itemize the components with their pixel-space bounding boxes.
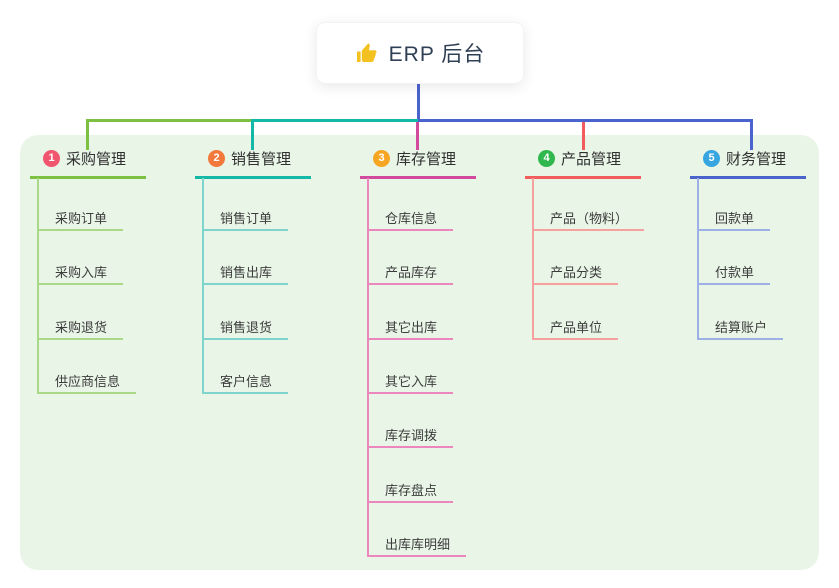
child-topic[interactable]: 销售出库 (202, 260, 289, 285)
branch-sales: 2 销售管理 销售订单 销售出库 销售退货 客户信息 (195, 148, 311, 394)
branch-trunk-line (367, 178, 369, 557)
branch-title: 采购管理 (66, 151, 127, 168)
child-topic[interactable]: 其它出库 (367, 315, 454, 340)
child-topic[interactable]: 销售订单 (202, 206, 289, 231)
branch-purchase: 1 采购管理 采购订单 采购入库 采购退货 供应商信息 (30, 148, 146, 394)
thumbs-up-icon (355, 41, 379, 65)
branch-number-badge: 1 (43, 150, 60, 167)
child-topic[interactable]: 回款单 (697, 206, 771, 231)
branch-trunk-line (37, 178, 39, 394)
spine-segment-blue (418, 119, 753, 122)
child-topic[interactable]: 客户信息 (202, 369, 289, 394)
branch-title: 库存管理 (396, 151, 457, 168)
branch-inventory: 3 库存管理 仓库信息 产品库存 其它出库 其它入库 库存调拨 库存盘点 出库库… (360, 148, 476, 557)
branch-label-finance[interactable]: 5 财务管理 (690, 148, 806, 179)
branch-title: 财务管理 (726, 151, 787, 168)
branch-trunk-line (532, 178, 534, 340)
branch-finance: 5 财务管理 回款单 付款单 结算账户 (690, 148, 806, 340)
spine-segment-green (86, 119, 253, 122)
branch-title: 销售管理 (231, 151, 292, 168)
drop-line-sales (251, 119, 254, 150)
child-topic[interactable]: 库存调拨 (367, 423, 454, 448)
branch-number-badge: 4 (538, 150, 555, 167)
root-node-label: ERP 后台 (388, 43, 486, 66)
child-topic[interactable]: 付款单 (697, 260, 771, 285)
child-topic[interactable]: 结算账户 (697, 315, 784, 340)
branch-trunk-line (202, 178, 204, 394)
drop-line-purchase (86, 119, 89, 150)
branch-trunk-line (697, 178, 699, 340)
branches-panel (20, 135, 819, 570)
child-topic[interactable]: 销售退货 (202, 315, 289, 340)
child-topic[interactable]: 出库库明细 (367, 532, 467, 557)
branch-title: 产品管理 (561, 151, 622, 168)
branch-label-product[interactable]: 4 产品管理 (525, 148, 641, 179)
drop-line-finance (750, 119, 753, 150)
branch-number-badge: 5 (703, 150, 720, 167)
branch-product: 4 产品管理 产品（物料） 产品分类 产品单位 (525, 148, 645, 340)
branch-label-inventory[interactable]: 3 库存管理 (360, 148, 476, 179)
child-topic[interactable]: 产品分类 (532, 260, 619, 285)
child-topic[interactable]: 供应商信息 (37, 369, 137, 394)
child-topic[interactable]: 产品库存 (367, 260, 454, 285)
child-topic[interactable]: 采购入库 (37, 260, 124, 285)
spine-segment-teal (252, 119, 418, 122)
root-node[interactable]: ERP 后台 (316, 22, 524, 84)
drop-line-product (582, 122, 585, 150)
child-topic[interactable]: 产品单位 (532, 315, 619, 340)
child-topic[interactable]: 采购退货 (37, 315, 124, 340)
drop-line-inventory (416, 122, 419, 150)
child-topic[interactable]: 仓库信息 (367, 206, 454, 231)
child-topic[interactable]: 产品（物料） (532, 206, 645, 231)
branch-number-badge: 3 (373, 150, 390, 167)
branch-label-purchase[interactable]: 1 采购管理 (30, 148, 146, 179)
branch-label-sales[interactable]: 2 销售管理 (195, 148, 311, 179)
child-topic[interactable]: 库存盘点 (367, 478, 454, 503)
child-topic[interactable]: 其它入库 (367, 369, 454, 394)
root-drop-line (417, 82, 420, 121)
branch-number-badge: 2 (208, 150, 225, 167)
child-topic[interactable]: 采购订单 (37, 206, 124, 231)
